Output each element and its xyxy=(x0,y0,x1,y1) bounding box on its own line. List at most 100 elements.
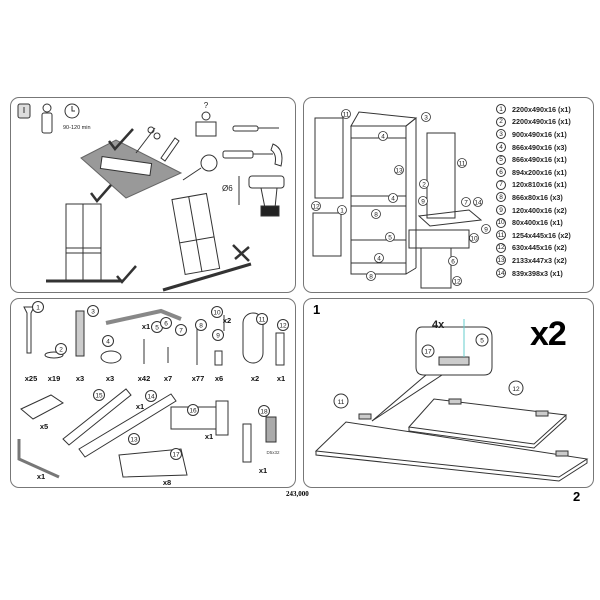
hardware-quantity: x6 xyxy=(215,374,223,383)
callout-5: 5 xyxy=(480,338,484,345)
hardware-number: 15 xyxy=(95,392,103,399)
part-number: 14 xyxy=(496,268,506,279)
part-dimensions: 839x398x3 (x1) xyxy=(512,268,563,278)
hardware-number: 14 xyxy=(147,393,155,400)
utility-knife-icon xyxy=(160,137,180,162)
part-number: 3 xyxy=(496,129,506,140)
part-dimensions: 2133x447x3 (x2) xyxy=(512,255,567,265)
step-number: 1 xyxy=(313,302,321,317)
part-dimensions: 866x80x16 (x3) xyxy=(512,192,563,202)
hardware-number: 1 xyxy=(36,304,40,311)
screw-1 xyxy=(23,306,35,354)
bolt xyxy=(242,423,252,463)
drawer-slide-1 xyxy=(62,388,132,446)
svg-text:6: 6 xyxy=(451,259,455,266)
hardware-number: 8 xyxy=(199,322,203,329)
hardware-number: 3 xyxy=(91,308,95,315)
screwdriver-icon xyxy=(232,125,259,132)
part-number: 6 xyxy=(496,167,506,178)
hardware-callout-circle xyxy=(212,329,224,341)
wardrobe-upright xyxy=(65,203,102,281)
hardware-number: 12 xyxy=(279,322,287,329)
hardware-callout-circle xyxy=(277,319,289,331)
part-number: 9 xyxy=(496,205,506,216)
hardware-number: 18 xyxy=(260,408,268,415)
svg-text:2: 2 xyxy=(422,182,426,189)
part-number: 13 xyxy=(496,255,506,266)
part-dimensions: 2200x490x16 (x1) xyxy=(512,117,571,127)
page-number: 2 xyxy=(573,489,581,504)
svg-text:?: ? xyxy=(204,101,209,110)
allen-key xyxy=(105,308,182,325)
hardware-quantity: x1 xyxy=(37,472,45,481)
hardware-callout-circle xyxy=(93,389,105,401)
hardware-quantity: x19 xyxy=(48,374,61,383)
bolt-size-label: D5x32 xyxy=(266,450,280,455)
part-number: 2 xyxy=(496,116,506,127)
hardware-quantity: x5 xyxy=(40,422,48,431)
hardware-callout-circle xyxy=(211,306,223,318)
drill-bit-label: Ø6 xyxy=(222,184,233,193)
svg-text:14: 14 xyxy=(474,200,482,207)
preparation-panel: 90-120 min ? Ø6 xyxy=(10,97,296,293)
tape-measure-icon xyxy=(182,154,218,181)
part-dimensions: 1254x445x16 (x2) xyxy=(512,230,571,240)
hardware-callout-circle xyxy=(187,404,199,416)
part-row: 14 839x398x3 (x1) xyxy=(496,267,571,280)
hardware-callout-circle xyxy=(128,433,140,445)
hardware-number: 6 xyxy=(164,320,168,327)
svg-text:8: 8 xyxy=(369,274,373,281)
hardware-number: 5 xyxy=(155,324,159,331)
callout-11: 11 xyxy=(338,399,345,406)
part-dimensions: 2200x490x16 (x1) xyxy=(512,104,571,114)
part-number: 4 xyxy=(496,142,506,153)
svg-text:4: 4 xyxy=(381,134,385,141)
hardware-callout-circle xyxy=(55,343,67,355)
hardware-number: 2 xyxy=(59,346,63,353)
hardware-callout-circle xyxy=(258,405,270,417)
hardware-quantity: x2 xyxy=(223,316,231,325)
svg-text:12: 12 xyxy=(453,279,461,286)
hardware-callout-circle xyxy=(160,317,172,329)
hardware-number: 16 xyxy=(189,407,197,414)
footer-code: 243,000 xyxy=(286,490,309,498)
time-label: 90-120 min xyxy=(63,125,91,131)
hardware-quantity: x2 xyxy=(251,374,259,383)
handle xyxy=(118,448,188,478)
svg-text:3: 3 xyxy=(424,115,428,122)
part-number: 8 xyxy=(496,192,506,203)
hardware-callout-circle xyxy=(195,319,207,331)
hardware-number: 9 xyxy=(216,332,220,339)
part-number: 7 xyxy=(496,179,506,190)
hardware-quantity: x1 xyxy=(142,322,150,331)
hardware-number: 4 xyxy=(106,338,110,345)
callout-17: 17 xyxy=(424,349,432,356)
detail-count: 4x xyxy=(432,319,445,331)
wardrobe-tilted xyxy=(171,192,221,276)
person-icon xyxy=(41,103,53,134)
part-row: 13 2133x447x3 (x2) xyxy=(496,254,571,267)
hardware-number: 7 xyxy=(179,327,183,334)
svg-text:11: 11 xyxy=(343,112,350,119)
hardware-quantity: x1 xyxy=(205,432,213,441)
drawer-slide-2 xyxy=(78,393,177,458)
part-number: 5 xyxy=(496,154,506,165)
part-number: 12 xyxy=(496,242,506,253)
hardware-quantity: x1 xyxy=(136,402,144,411)
part-dimensions: 120x810x16 (x1) xyxy=(512,180,567,190)
preparation-illustration: 90-120 min ? Ø6 xyxy=(17,101,285,292)
hardware-callout-circle xyxy=(170,448,182,460)
hardware-number: 13 xyxy=(130,436,138,443)
scissors-icon xyxy=(135,126,161,154)
svg-text:4: 4 xyxy=(391,196,395,203)
hardware-quantity: x7 xyxy=(164,374,172,383)
